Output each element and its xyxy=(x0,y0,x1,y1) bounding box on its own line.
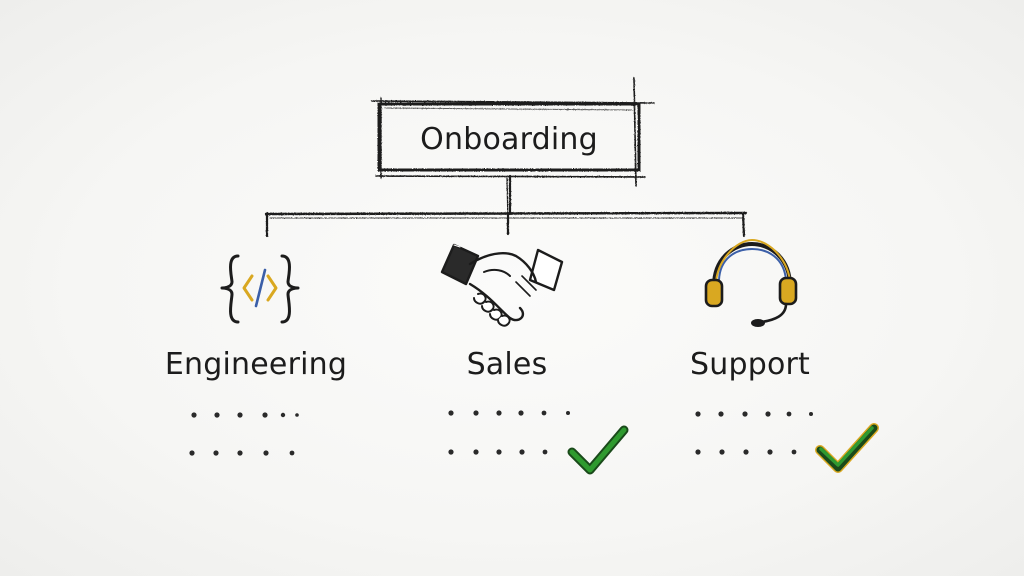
tree-connectors xyxy=(264,174,748,238)
sales-label: Sales xyxy=(466,347,548,382)
support-label: Support xyxy=(690,347,810,382)
sales-dots xyxy=(448,410,570,455)
support-checkmark-icon xyxy=(815,423,879,473)
root-box xyxy=(371,77,655,187)
code-brackets-icon xyxy=(220,254,300,324)
headset-icon xyxy=(704,239,798,327)
sales-checkmark-icon xyxy=(567,425,629,475)
engineering-label: Engineering xyxy=(164,347,348,382)
engineering-dots xyxy=(189,412,299,456)
handshake-icon xyxy=(440,243,564,327)
support-dots xyxy=(695,411,813,455)
root-node-label: Onboarding xyxy=(420,122,598,157)
